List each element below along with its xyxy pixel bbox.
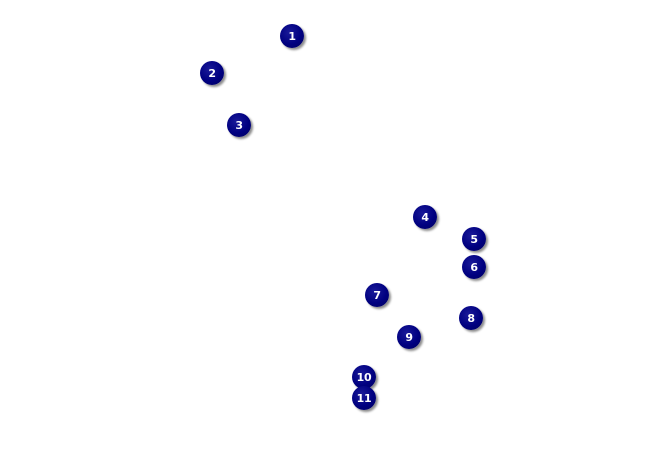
marker-label: 8 <box>467 311 475 325</box>
marker-2[interactable]: 2 <box>200 61 224 85</box>
marker-8[interactable]: 8 <box>459 306 483 330</box>
marker-label: 4 <box>421 210 429 224</box>
marker-11[interactable]: 11 <box>352 386 376 410</box>
marker-10[interactable]: 10 <box>352 365 376 389</box>
marker-label: 9 <box>405 330 413 344</box>
marker-3[interactable]: 3 <box>227 113 251 137</box>
marker-6[interactable]: 6 <box>462 255 486 279</box>
marker-9[interactable]: 9 <box>397 325 421 349</box>
marker-label: 6 <box>470 260 478 274</box>
marker-label: 2 <box>208 66 216 80</box>
marker-1[interactable]: 1 <box>280 24 304 48</box>
marker-label: 5 <box>470 232 478 246</box>
marker-7[interactable]: 7 <box>365 283 389 307</box>
marker-label: 3 <box>235 118 243 132</box>
marker-label: 1 <box>288 29 296 43</box>
marker-label: 10 <box>356 370 372 384</box>
marker-4[interactable]: 4 <box>413 205 437 229</box>
marker-label: 11 <box>356 391 372 405</box>
marker-label: 7 <box>373 288 381 302</box>
marker-5[interactable]: 5 <box>462 227 486 251</box>
